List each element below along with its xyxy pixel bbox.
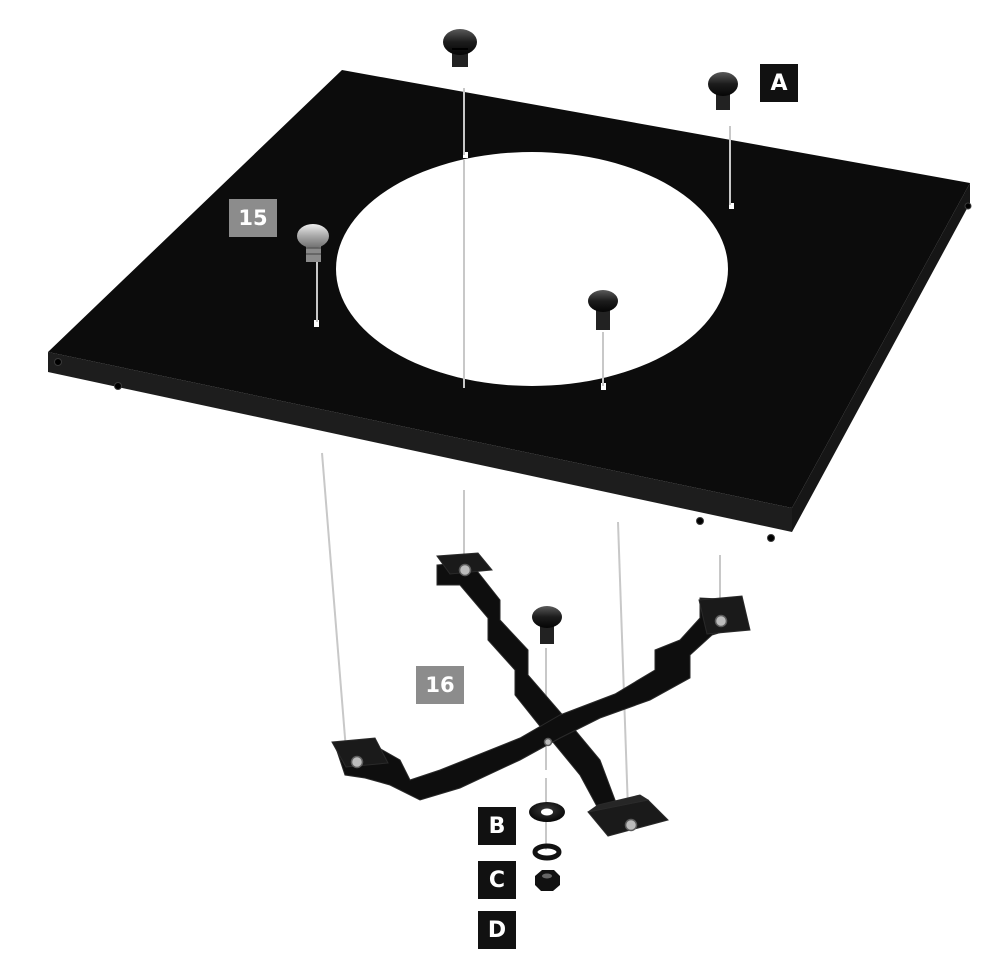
- callout-step-16: 16: [416, 666, 464, 704]
- screw-icon: [532, 606, 562, 644]
- callout-c: C: [478, 861, 516, 899]
- screw-icon: [708, 72, 738, 110]
- nut-icon: [535, 870, 560, 891]
- callout-step-15: 15: [229, 199, 277, 237]
- cross-bracket: [332, 553, 750, 836]
- callout-b: B: [478, 807, 516, 845]
- fan-cutout: [336, 152, 728, 386]
- callout-a: A: [760, 64, 798, 102]
- screw-icon: [443, 29, 477, 67]
- callout-d: D: [478, 911, 516, 949]
- washer-icon: [529, 802, 565, 822]
- mounting-plate: [48, 70, 971, 542]
- lock-washer-icon: [535, 846, 559, 858]
